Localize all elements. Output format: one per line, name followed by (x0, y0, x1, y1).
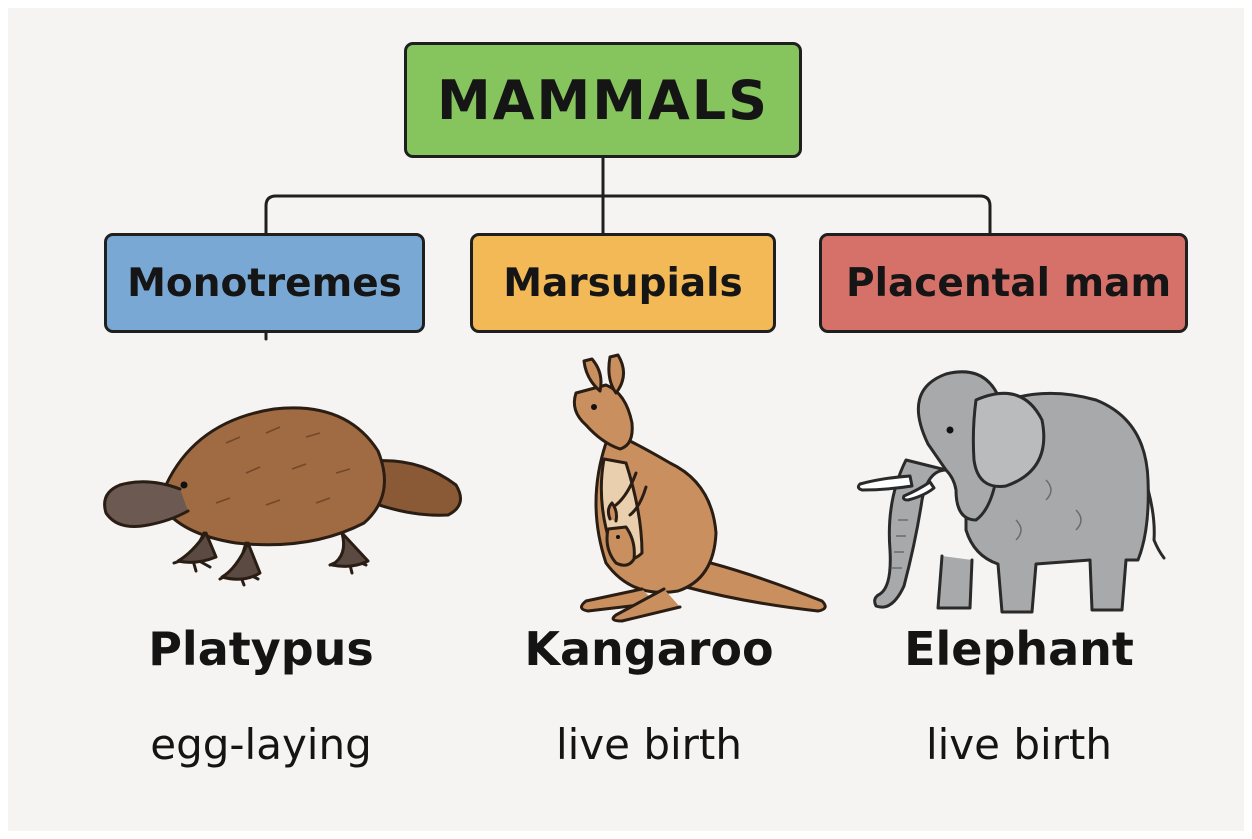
diagram-canvas: MAMMALS Monotremes Marsupials Placental … (8, 8, 1244, 831)
category-label: Monotremes (127, 261, 402, 306)
animal-trait-platypus: egg-laying (96, 720, 426, 769)
animal-name-platypus: Platypus (96, 622, 426, 676)
animal-trait-elephant: live birth (854, 720, 1184, 769)
category-marsupials: Marsupials (470, 233, 776, 333)
kangaroo-icon (546, 353, 836, 623)
animal-trait-kangaroo: live birth (484, 720, 814, 769)
category-label: Placental mam (846, 261, 1171, 306)
elephant-icon (846, 360, 1176, 620)
branch-line (266, 196, 990, 233)
category-placental-mammals: Placental mam (819, 233, 1188, 333)
category-monotremes: Monotremes (104, 233, 425, 333)
animal-name-kangaroo: Kangaroo (484, 622, 814, 676)
root-node-mammals: MAMMALS (404, 42, 802, 158)
animal-name-elephant: Elephant (854, 622, 1184, 676)
root-label: MAMMALS (437, 69, 769, 132)
category-label: Marsupials (503, 261, 743, 306)
platypus-icon (96, 393, 466, 593)
